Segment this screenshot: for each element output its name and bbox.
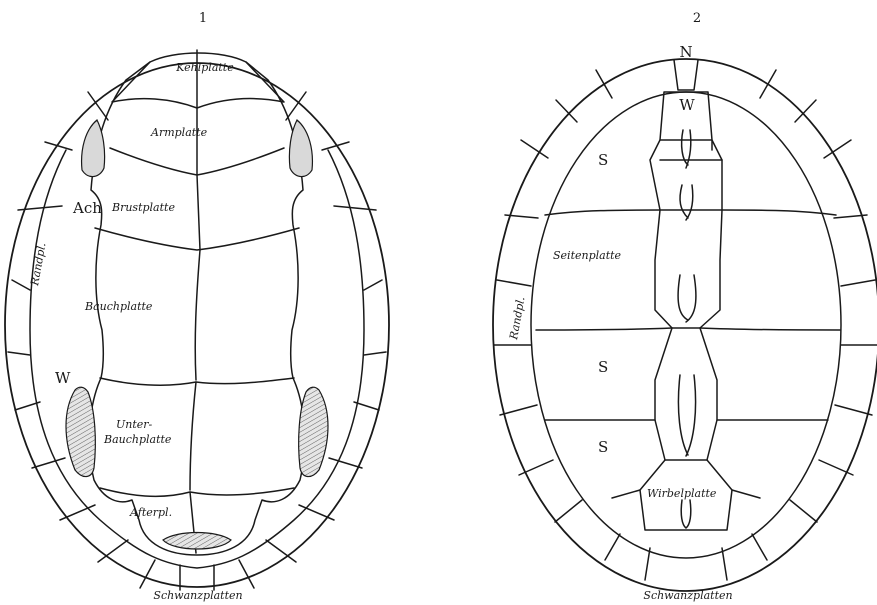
anal-hatch	[163, 533, 231, 550]
axillary-shade-right	[289, 120, 312, 177]
vertebral-3	[655, 210, 722, 328]
label-w-2: W	[679, 96, 695, 114]
axillary-shade-left	[82, 120, 105, 177]
label-schwanzplatten-1: Schwanzplatten	[153, 589, 242, 602]
label-n: N	[679, 43, 692, 61]
unterbauch-boundary	[100, 488, 294, 496]
label-brustplatte: Brustplatte	[111, 201, 175, 214]
label-randpl-2: Randpl.	[507, 296, 527, 342]
label-unter-line1: Unter-	[116, 418, 153, 431]
carapace-outer-rim	[493, 59, 877, 591]
costal-boundary-1	[545, 210, 660, 215]
label-bauchplatte: Bauchplatte	[84, 300, 153, 313]
label-armplatte: Armplatte	[150, 126, 208, 139]
nuchal-plate	[674, 60, 698, 90]
brustplatte-boundary	[95, 228, 299, 250]
label-seitenplatte: Seitenplatte	[553, 249, 622, 262]
label-unter-line2: Bauchplatte	[103, 433, 172, 446]
label-s-mid: S	[598, 358, 608, 376]
figure-number-2: 2	[693, 11, 701, 26]
label-w-1: W	[55, 369, 71, 387]
inguinal-hatch-left	[66, 387, 95, 476]
label-ach: Ach	[72, 199, 102, 217]
label-s-low: S	[598, 438, 608, 456]
plastron-figure: 1	[5, 11, 389, 602]
carapace-marginal-scutes-right	[722, 70, 877, 580]
label-s-top: S	[598, 151, 608, 169]
carapace-figure: 2	[493, 11, 877, 602]
vertebral-4	[655, 328, 717, 460]
label-afterpl: Afterpl.	[129, 506, 172, 519]
label-schwanzplatten-2: Schwanzplatten	[643, 589, 732, 602]
costal-boundary-2	[536, 328, 672, 330]
label-wirbelplatte: Wirbelplatte	[647, 487, 717, 500]
figure-number-1: 1	[199, 11, 207, 26]
bauchplatte-boundary	[100, 378, 294, 385]
inguinal-hatch-right	[299, 387, 328, 476]
label-randpl-1: Randpl.	[28, 242, 48, 288]
label-kehlplatte: Kehlplatte	[175, 61, 234, 74]
